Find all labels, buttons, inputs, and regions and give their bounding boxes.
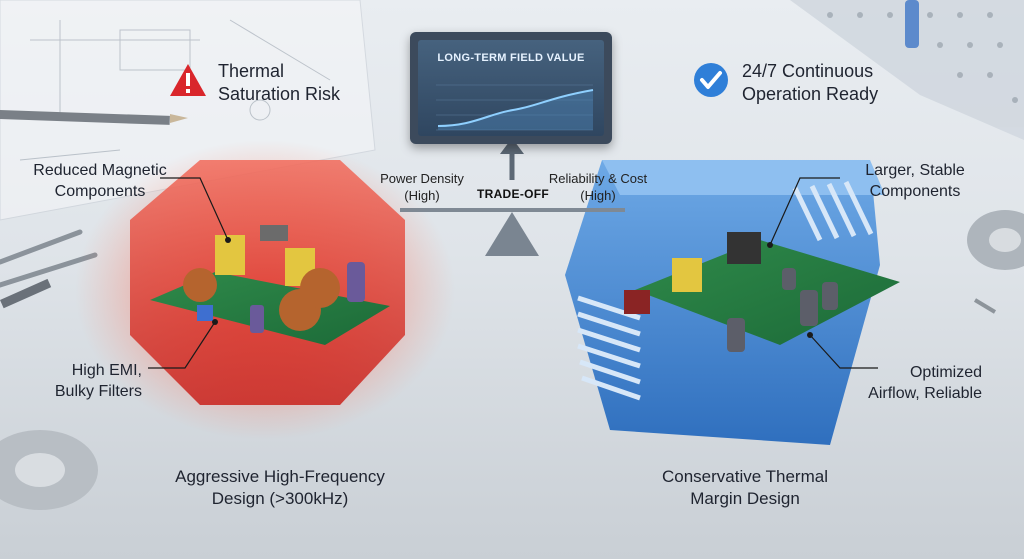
field-value-monitor: LONG-TERM FIELD VALUE [410, 32, 612, 144]
cool-capacitor-2 [800, 290, 818, 326]
monitor-screen: LONG-TERM FIELD VALUE [418, 40, 604, 136]
warning-triangle-icon [170, 64, 206, 96]
larger-stable-callout: Larger, Stable Components [865, 162, 965, 200]
cool-capacitor-1 [727, 318, 745, 352]
conservative-design-caption: Conservative Thermal Margin Design [662, 467, 828, 508]
aggressive-design-caption: Aggressive High-Frequency Design (>300kH… [175, 467, 385, 508]
hot-capacitor-1 [347, 262, 365, 302]
metal-ring-right [967, 210, 1024, 270]
pencil [0, 109, 188, 125]
hot-inductor-3 [300, 268, 340, 308]
cool-film-capacitor [624, 290, 650, 314]
trend-line-graphic [436, 84, 594, 131]
power-density-label: Power Density (High) [380, 171, 464, 203]
cool-capacitor-3 [822, 282, 838, 310]
hot-inductor-1 [183, 268, 217, 302]
reliability-cost-label: Reliability & Cost (High) [548, 171, 648, 203]
hot-power-module [130, 160, 405, 405]
cool-transformer [672, 258, 702, 292]
pegboard [790, 0, 1024, 140]
hot-heatsink [260, 225, 288, 241]
checkmark-badge-icon [694, 63, 728, 97]
tradeoff-label: TRADE-OFF [477, 187, 550, 201]
operation-ready-label: 24/7 Continuous Operation Ready [742, 61, 879, 104]
vent-slots-back [792, 180, 874, 242]
metal-washer [0, 430, 98, 510]
reduced-magnetic-callout: Reduced Magnetic Components [33, 162, 167, 200]
cool-enclosure [565, 160, 900, 445]
monitor-title: LONG-TERM FIELD VALUE [437, 52, 585, 64]
thermal-risk-label: Thermal Saturation Risk [218, 61, 341, 104]
cool-capacitor-4 [782, 268, 796, 290]
high-emi-callout: High EMI, Bulky Filters [54, 362, 142, 400]
screw [973, 298, 997, 314]
cool-inductor-block [727, 232, 761, 264]
optimized-airflow-callout: Optimized Airflow, Reliable [868, 364, 982, 402]
vent-slots-side [577, 295, 641, 401]
balance-scale [400, 138, 625, 256]
hot-filter-part [197, 305, 213, 321]
screwdriver [0, 278, 52, 309]
hot-capacitor-2 [250, 305, 264, 333]
callout-lines [148, 177, 878, 369]
